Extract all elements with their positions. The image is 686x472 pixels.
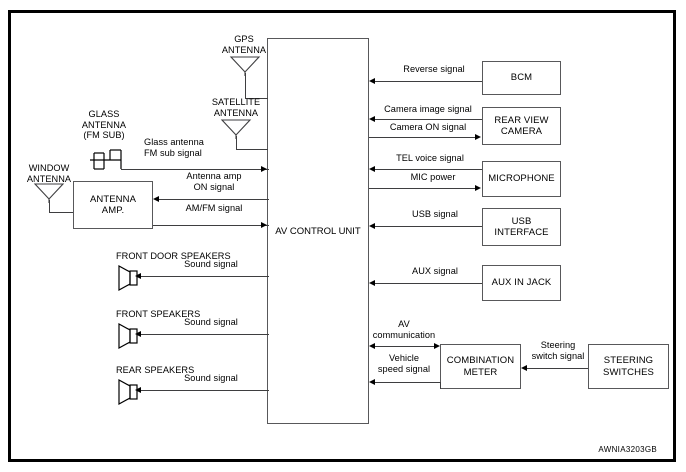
diagram-frame: AV CONTROL UNIT GPS ANTENNA SATELLITE AN… (8, 10, 676, 462)
front-door-speakers-label: FRONT DOOR SPEAKERS (116, 251, 231, 261)
glass-fm-sub-signal-line (121, 169, 269, 170)
av-communication-arrow (434, 342, 440, 349)
camera-on-signal-arrow (475, 133, 481, 140)
combination-meter-line1: COMBINATION (446, 355, 515, 367)
aux-signal-label: AUX signal (412, 266, 458, 276)
microphone-line1: MICROPHONE (488, 173, 555, 185)
reverse-signal-line (375, 81, 482, 82)
combination-meter-line2: METER (463, 366, 498, 378)
vehicle-speed-signal-arrow (369, 378, 375, 385)
rear-sound-signal-arrow (135, 386, 141, 393)
reverse-signal-arrow (369, 77, 375, 84)
front-speakers-label: FRONT SPEAKERS (116, 309, 201, 319)
av-communication-label: AV communication (372, 319, 436, 340)
vehicle-speed-signal-vertical (440, 382, 441, 389)
usb-interface-line2: INTERFACE (494, 227, 549, 238)
glass-fm-sub-signal-label: Glass antenna FM sub signal (144, 137, 204, 158)
usb-signal-arrow (369, 222, 375, 229)
gps-antenna-lead-vertical (245, 73, 246, 98)
av-communication-arrow-left (369, 342, 375, 349)
vehicle-speed-signal-line (375, 382, 441, 383)
camera-image-signal-arrow (369, 115, 375, 122)
window-antenna-lead-horizontal (49, 212, 74, 213)
mic-power-arrow (475, 184, 481, 191)
tel-voice-signal-line (375, 169, 482, 170)
antenna-amp-on-signal-line (159, 199, 269, 200)
satellite-antenna-lead-horizontal (236, 149, 268, 150)
usb-interface-line1: USB (511, 215, 532, 227)
aux-signal-line (375, 283, 482, 284)
aux-signal-arrow (369, 279, 375, 286)
usb-signal-label: USB signal (412, 209, 458, 219)
am-fm-signal-label: AM/FM signal (185, 203, 243, 213)
front-sound-signal-label: Sound signal (184, 317, 238, 327)
antenna-amp-block: ANTENNA AMP. (73, 181, 153, 229)
reverse-signal-label: Reverse signal (403, 64, 465, 74)
vehicle-speed-signal-label: Vehicle speed signal (377, 353, 431, 374)
antenna-amp-line2: AMP. (101, 205, 125, 216)
satellite-antenna-lead-vertical (236, 136, 237, 149)
aux-in-jack-line1: AUX IN JACK (491, 277, 552, 289)
steering-switches-line2: SWITCHES (603, 366, 654, 378)
av-communication-line (375, 346, 434, 347)
steering-switch-signal-label: Steering switch signal (531, 340, 585, 361)
window-antenna-label: WINDOW ANTENNA (26, 163, 72, 184)
combination-meter-block: COMBINATION METER (440, 344, 521, 389)
front-sound-signal-line (141, 334, 269, 335)
rear-sound-signal-label: Sound signal (184, 373, 238, 383)
antenna-amp-on-signal-arrow (153, 195, 159, 202)
steering-switches-block: STEERING SWITCHES (588, 344, 669, 389)
camera-on-signal-label: Camera ON signal (389, 122, 467, 132)
am-fm-signal-line (153, 225, 269, 226)
steering-switch-signal-arrow (521, 364, 527, 371)
camera-image-signal-label: Camera image signal (384, 104, 472, 114)
camera-image-signal-line (375, 119, 482, 120)
mic-power-line (369, 188, 476, 189)
glass-fm-sub-signal-arrow (261, 165, 267, 172)
rear-sound-signal-line (141, 390, 269, 391)
steering-switch-signal-line (527, 368, 588, 369)
glass-antenna-icon (90, 147, 134, 177)
front-door-sound-signal-label: Sound signal (184, 259, 238, 269)
aux-in-jack-block: AUX IN JACK (482, 265, 561, 301)
rear-view-camera-line2: CAMERA (500, 126, 543, 137)
av-control-unit-label: AV CONTROL UNIT (275, 225, 361, 237)
av-control-unit-block: AV CONTROL UNIT (267, 38, 369, 424)
am-fm-signal-arrow (261, 221, 267, 228)
steering-switches-line1: STEERING (603, 355, 654, 367)
window-antenna-lead-vertical (49, 200, 50, 212)
gps-antenna-label: GPS ANTENNA (221, 34, 267, 55)
satellite-antenna-label: SATELLITE ANTENNA (211, 97, 261, 118)
tel-voice-signal-label: TEL voice signal (396, 153, 464, 163)
gps-antenna-lead-horizontal (245, 98, 268, 99)
antenna-amp-line1: ANTENNA (89, 193, 137, 205)
bcm-block: BCM (482, 61, 561, 95)
glass-antenna-label: GLASS ANTENNA (FM SUB) (81, 109, 127, 141)
tel-voice-signal-arrow (369, 165, 375, 172)
front-sound-signal-arrow (135, 330, 141, 337)
antenna-amp-on-signal-label: Antenna amp ON signal (186, 171, 242, 192)
usb-interface-block: USB INTERFACE (482, 208, 561, 246)
rear-speakers-label: REAR SPEAKERS (116, 365, 195, 375)
rear-view-camera-line1: REAR VIEW (494, 114, 549, 126)
bcm-line1: BCM (510, 72, 533, 84)
microphone-block: MICROPHONE (482, 161, 561, 197)
camera-on-signal-line (369, 137, 476, 138)
usb-signal-line (375, 226, 482, 227)
mic-power-label: MIC power (410, 172, 456, 182)
front-door-sound-signal-line (141, 276, 269, 277)
front-door-sound-signal-arrow (135, 272, 141, 279)
diagram-code: AWNIA3203GB (598, 445, 657, 454)
rear-view-camera-block: REAR VIEW CAMERA (482, 107, 561, 145)
